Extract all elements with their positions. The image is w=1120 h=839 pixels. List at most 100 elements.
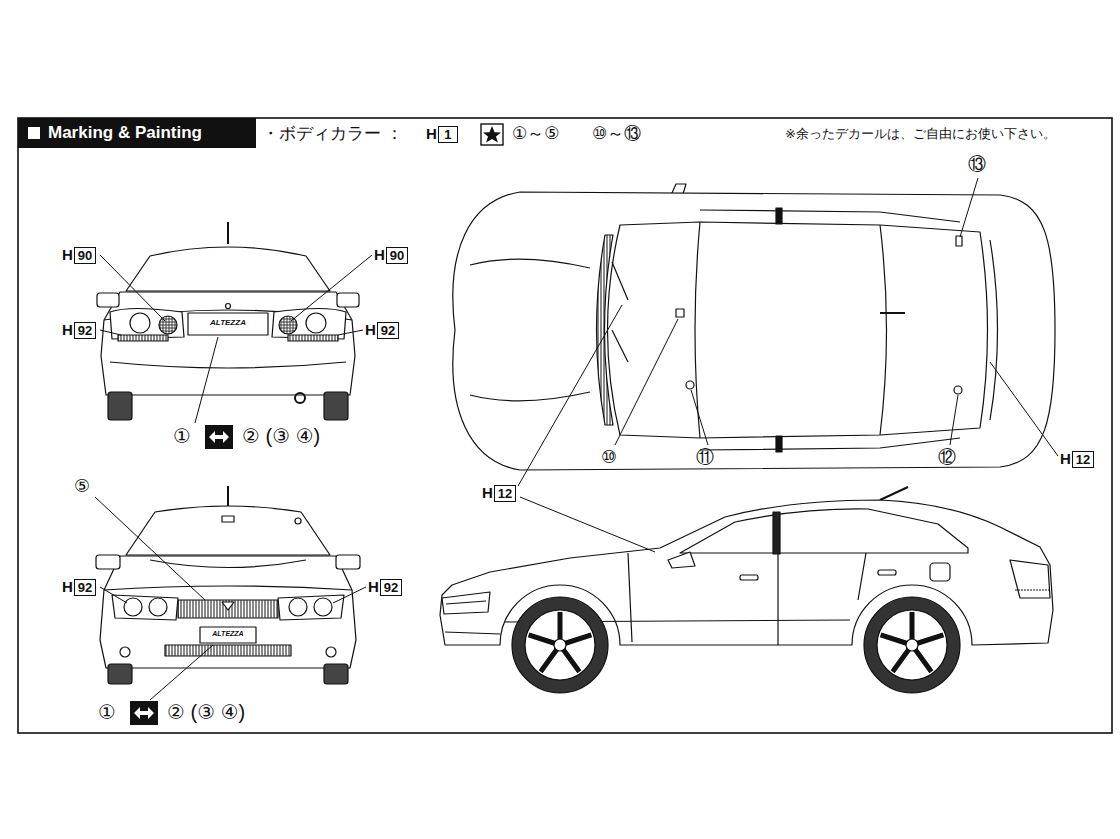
- side-view: [525, 610, 595, 680]
- sheet-frame: [18, 118, 256, 148]
- front-view: [324, 664, 348, 684]
- top-view: [612, 262, 628, 362]
- paint-number: 12: [1072, 451, 1094, 468]
- rear-view: [324, 392, 348, 420]
- front-view: [278, 595, 344, 620]
- top-view: [880, 312, 905, 314]
- top-view: [453, 184, 1055, 470]
- rear-view: [97, 222, 359, 420]
- paint-code: H12: [482, 484, 517, 502]
- side-view: [906, 639, 918, 651]
- paint-code: H92: [365, 321, 400, 339]
- side-view: [446, 601, 486, 604]
- callout-number: ①～⑤: [512, 124, 559, 144]
- front-view: [227, 486, 229, 506]
- front-view: [96, 555, 178, 684]
- swap-symbol: [130, 425, 233, 725]
- sheet-frame: [18, 118, 1112, 733]
- leader-line: [518, 305, 622, 486]
- star-box: [481, 124, 503, 145]
- front-view: [150, 560, 306, 568]
- side-view: [740, 575, 758, 580]
- top-view: [776, 436, 782, 452]
- top-view: [597, 235, 614, 425]
- rear-view: [272, 293, 359, 420]
- leader-line: [950, 395, 958, 445]
- paint-prefix: H: [368, 578, 379, 596]
- rear-view: [130, 313, 150, 333]
- side-view: [628, 553, 866, 645]
- front-view: [289, 598, 307, 616]
- side-view: [930, 563, 950, 581]
- side-view: [445, 632, 500, 634]
- side-view: [554, 639, 566, 651]
- top-view: [954, 386, 962, 394]
- star-box: [481, 124, 503, 145]
- top-view: [990, 240, 998, 420]
- paint-number: 90: [386, 247, 408, 264]
- front-view: [112, 595, 178, 620]
- rear-view: [126, 247, 330, 291]
- top-view: [470, 392, 590, 401]
- rear-view: [110, 362, 346, 368]
- paint-code: H92: [62, 321, 97, 339]
- side-view: [1010, 560, 1050, 598]
- rear-view: [118, 335, 168, 341]
- side-view: [877, 610, 947, 680]
- top-view: [608, 222, 988, 438]
- rear-view: [97, 293, 119, 307]
- leader-line: [100, 255, 165, 321]
- callout-number: ⑩: [601, 447, 617, 468]
- front-view: [326, 647, 336, 657]
- rear-view: [337, 293, 359, 307]
- rear-view: [295, 393, 305, 403]
- callout-number: ② (③ ④): [242, 425, 320, 448]
- callout-number: ①: [173, 425, 191, 448]
- front-view: [100, 556, 356, 668]
- side-view: [878, 570, 896, 575]
- leader-line: [95, 497, 205, 600]
- paint-code: H92: [368, 578, 403, 596]
- callout-number: ⑤: [74, 476, 90, 497]
- side-view: [880, 487, 908, 500]
- rear-view: [306, 313, 326, 333]
- paint-number: 92: [377, 322, 399, 339]
- swap-symbol: [130, 701, 158, 725]
- side-view: [881, 612, 944, 672]
- top-view: [453, 192, 1055, 470]
- paint-prefix: H: [374, 246, 385, 264]
- front-view: [104, 586, 352, 590]
- side-view: [668, 552, 695, 568]
- plate-text: ALTEZZA: [188, 318, 268, 327]
- front-view: [108, 664, 132, 684]
- front-view: [278, 555, 360, 684]
- leader-line: [338, 330, 363, 335]
- leader-line: [100, 587, 127, 603]
- rear-view: [227, 222, 229, 244]
- swap-symbol: [134, 707, 154, 719]
- top-view: [700, 210, 960, 222]
- leader-line: [150, 645, 213, 700]
- side-view: [864, 597, 960, 693]
- side-view: [680, 509, 968, 553]
- paint-prefix: H: [482, 484, 493, 502]
- top-view: [470, 259, 590, 268]
- paint-code: H90: [374, 246, 409, 264]
- side-view: [442, 592, 490, 614]
- leader-line: [95, 178, 1058, 700]
- rear-view: [188, 313, 268, 335]
- paint-code: H92: [62, 578, 97, 596]
- callout-number: ⑫: [938, 447, 956, 468]
- leader-line: [615, 319, 678, 445]
- paint-prefix: H: [62, 578, 73, 596]
- paint-number: 92: [380, 579, 402, 596]
- star-box: [483, 126, 501, 143]
- callout-number: ・ボディカラー ：: [262, 124, 403, 144]
- front-view: [200, 627, 256, 643]
- side-view: [529, 612, 592, 672]
- paint-number: 1: [438, 126, 458, 143]
- leader-line: [990, 362, 1058, 456]
- callout-number: ※余ったデカールは、ご自由にお使い下さい。: [785, 127, 1056, 142]
- paint-number: 90: [74, 247, 96, 264]
- front-view: [314, 598, 332, 616]
